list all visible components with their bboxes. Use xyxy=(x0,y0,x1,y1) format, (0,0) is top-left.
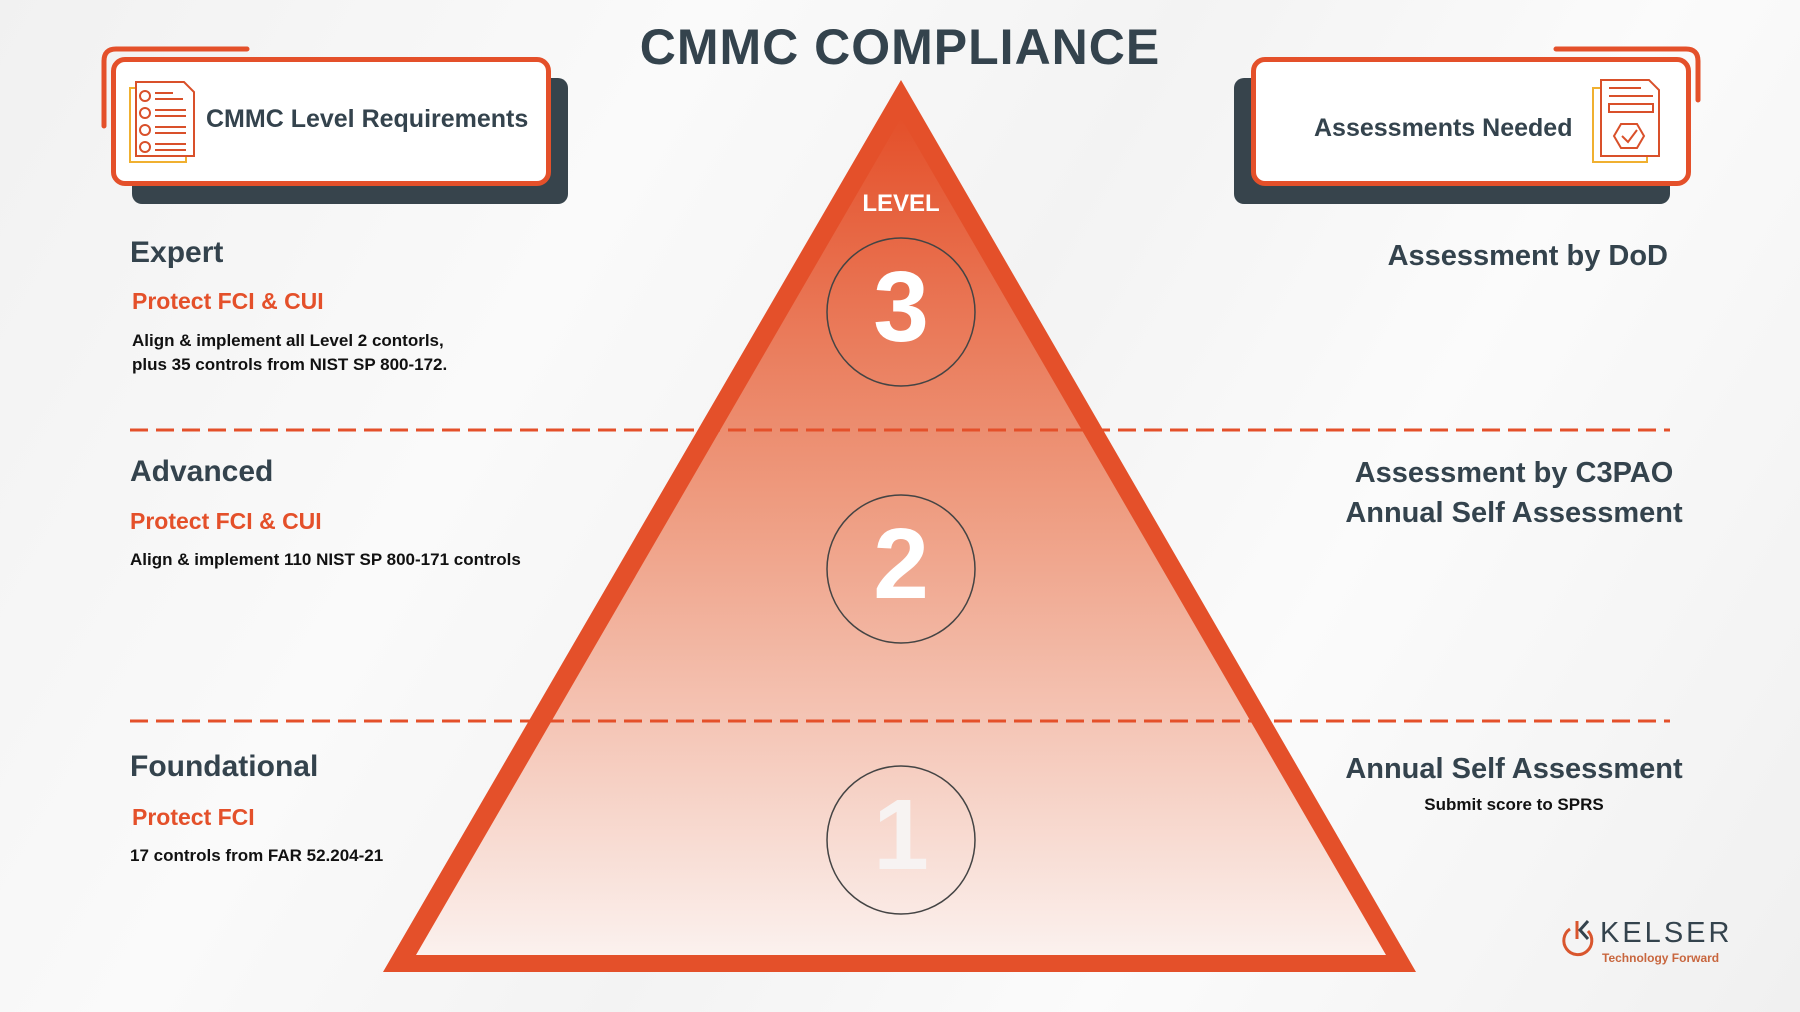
assessment-note: Submit score to SPRS xyxy=(1424,795,1604,814)
right-box-accent xyxy=(1553,46,1701,103)
level-3-description: Align & implement all Level 2 contorls, … xyxy=(132,329,447,377)
power-k-icon xyxy=(1562,920,1594,957)
level-2-protect: Protect FCI & CUI xyxy=(130,508,322,534)
assessment-line: Annual Self Assessment xyxy=(1345,497,1683,529)
level-2-assessment: Assessment by C3PAO Annual Self Assessme… xyxy=(1314,453,1714,533)
right-header-label: Assessments Needed xyxy=(1314,114,1573,142)
checklist-document-icon xyxy=(129,81,195,163)
pyramid-level-label: LEVEL xyxy=(862,190,940,217)
level-1-protect: Protect FCI xyxy=(132,804,255,830)
document-check-badge-icon xyxy=(1592,79,1660,163)
logo-name: KELSER xyxy=(1600,917,1733,949)
level-1-name: Foundational xyxy=(130,750,319,783)
level-2-name: Advanced xyxy=(130,455,274,488)
description-line: plus 35 controls from NIST SP 800-172. xyxy=(132,355,448,374)
level-1-circle xyxy=(826,765,976,915)
level-1-digit: 1 xyxy=(873,779,929,891)
level-2-digit: 2 xyxy=(873,508,929,620)
kelser-logo: KELSER Technology Forward xyxy=(1560,915,1750,965)
level-3-circle xyxy=(826,237,976,387)
level-3-assessment: Assessment by DoD xyxy=(1387,240,1668,272)
left-header-label: CMMC Level Requirements xyxy=(206,105,529,133)
right-header-box: Assessments Needed xyxy=(1251,57,1691,186)
left-header-box: CMMC Level Requirements xyxy=(111,57,551,186)
level-3-name: Expert xyxy=(130,236,224,269)
assessment-line: Annual Self Assessment xyxy=(1345,753,1683,785)
pyramid-inner xyxy=(416,118,1386,955)
description-line: Align & implement all Level 2 contorls, xyxy=(132,331,444,350)
level-1-assessment: Annual Self Assessment Submit score to S… xyxy=(1314,749,1714,815)
level-3-digit: 3 xyxy=(873,251,929,363)
level-2-circle xyxy=(826,494,976,644)
left-box-accent xyxy=(101,46,250,129)
level-2-description: Align & implement 110 NIST SP 800-171 co… xyxy=(130,550,521,569)
level-1-description: 17 controls from FAR 52.204-21 xyxy=(130,846,384,865)
level-3-protect: Protect FCI & CUI xyxy=(132,288,324,314)
page-title: CMMC COMPLIANCE xyxy=(639,19,1161,75)
logo-tagline: Technology Forward xyxy=(1602,951,1720,965)
assessment-line: Assessment by C3PAO xyxy=(1354,457,1674,489)
